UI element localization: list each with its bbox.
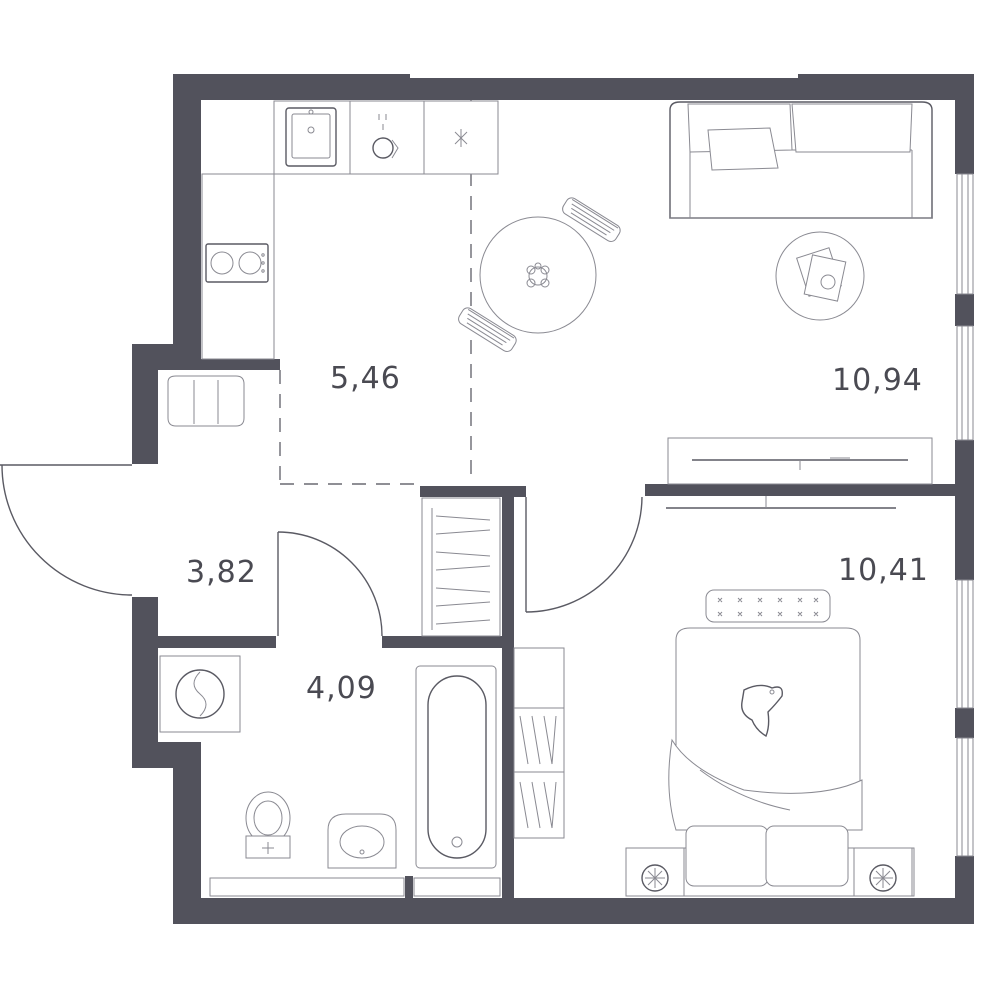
window-living-2 <box>956 325 974 441</box>
wall-right-4 <box>955 708 974 738</box>
wall-bath-bedroom <box>502 486 514 910</box>
window-bedroom-1 <box>956 579 974 709</box>
zone-dividers <box>279 100 472 485</box>
hall-pouf <box>167 375 245 427</box>
wall-top-right <box>798 74 974 100</box>
hall-wardrobe <box>421 497 501 637</box>
wall-top-middle <box>410 78 798 100</box>
area-label-bedroom: 10,41 <box>838 553 929 588</box>
windows <box>956 173 974 857</box>
wall-entry-bottom <box>132 597 158 767</box>
washbasin <box>327 813 397 869</box>
sink-icon <box>285 107 337 167</box>
area-label-living: 10,94 <box>832 363 923 398</box>
entrance-door-swing <box>1 464 133 596</box>
wall-closet-top <box>420 486 526 497</box>
dog-figure-icon <box>741 684 783 738</box>
nightstand-left <box>625 847 685 897</box>
bed <box>625 627 915 897</box>
washing-machine <box>159 655 241 733</box>
blanket <box>668 738 863 831</box>
flower-vase-icon <box>526 262 550 288</box>
dining-chair-top <box>562 197 621 242</box>
wall-top-left <box>173 74 410 100</box>
bed-pillow-left <box>685 825 769 887</box>
wall-bath-notch <box>405 876 413 900</box>
cooktop-icon <box>205 243 269 283</box>
wall-bath-top-left <box>158 636 276 648</box>
bath-bottom-counter <box>209 877 501 897</box>
wall-bedroom-top <box>645 484 965 496</box>
wall-left-lower <box>173 742 201 924</box>
fridge-icon <box>454 129 468 147</box>
bedroom-wardrobe <box>513 647 565 839</box>
wall-right-3 <box>955 440 974 580</box>
round-table <box>479 216 597 334</box>
bedroom-door-swing <box>525 496 643 613</box>
dining-table <box>458 197 621 352</box>
kitchen-counter <box>201 100 499 360</box>
sofa <box>669 101 933 219</box>
bench <box>705 589 831 623</box>
bed-pillow-right <box>765 825 849 887</box>
doors <box>0 464 643 637</box>
window-living-1 <box>956 173 974 295</box>
wall-right-2 <box>955 294 974 326</box>
wall-right-5 <box>955 856 974 924</box>
bathroom-door-swing <box>277 531 383 637</box>
toilet <box>245 791 291 859</box>
area-labels: 5,46 10,94 3,82 10,41 4,09 <box>186 361 929 706</box>
bedroom-tv <box>666 496 896 509</box>
wall-right-1 <box>955 74 974 174</box>
tv-stand <box>667 437 933 485</box>
wall-left-upper <box>173 74 201 346</box>
wall-entry-top <box>132 344 158 464</box>
wall-hall-top <box>158 359 280 370</box>
window-bedroom-2 <box>956 737 974 857</box>
dining-chair-bottom <box>458 307 517 352</box>
nightstand-right <box>853 847 913 897</box>
bathtub <box>415 665 497 869</box>
walls <box>132 74 974 924</box>
area-label-bathroom: 4,09 <box>306 671 377 706</box>
wall-bath-top-right <box>382 636 514 648</box>
sofa-pillow <box>707 127 779 171</box>
dishwasher-icon <box>372 114 399 159</box>
wall-bottom <box>173 898 974 924</box>
area-label-kitchen: 5,46 <box>330 361 401 396</box>
area-label-hall: 3,82 <box>186 555 257 590</box>
coffee-table <box>775 231 865 321</box>
